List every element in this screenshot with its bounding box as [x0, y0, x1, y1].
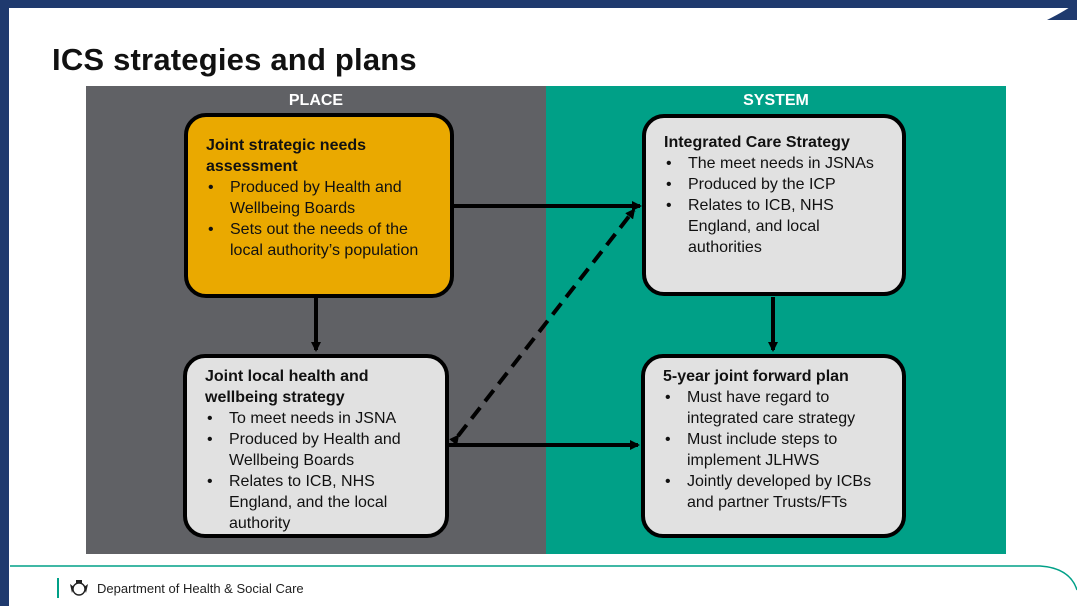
royal-crest-icon: [70, 580, 88, 596]
jsna-title: Joint strategic needs assessment: [206, 137, 367, 175]
list-item: Jointly developed by ICBs and partner Tr…: [663, 471, 892, 513]
footer-organisation-name: Department of Health & Social Care: [97, 580, 304, 596]
list-item: To meet needs in JSNA: [205, 408, 435, 429]
slide-title: ICS strategies and plans: [52, 42, 417, 77]
list-item: Produced by Health and Wellbeing Boards: [206, 177, 440, 219]
list-item: Relates to ICB, NHS England, and the loc…: [205, 471, 435, 534]
jsna-box: Joint strategic needs assessment Produce…: [184, 113, 454, 298]
place-panel-label: PLACE: [288, 92, 344, 109]
footer-organisation: Department of Health & Social Care: [57, 578, 304, 598]
list-item: Produced by Health and Wellbeing Boards: [205, 429, 435, 471]
left-accent-bar: [0, 0, 9, 606]
integrated-care-strategy-title: Integrated Care Strategy: [664, 134, 850, 151]
list-item: Sets out the needs of the local authorit…: [206, 219, 440, 261]
forward-plan-box: 5-year joint forward plan Must have rega…: [641, 354, 906, 538]
jlhws-box: Joint local health and wellbeing strateg…: [183, 354, 449, 538]
integrated-care-strategy-bullet-list: The meet needs in JSNAs Produced by the …: [664, 153, 892, 258]
forward-plan-title: 5-year joint forward plan: [663, 368, 849, 385]
forward-plan-bullet-list: Must have regard to integrated care stra…: [663, 387, 892, 513]
integrated-care-strategy-box: Integrated Care Strategy The meet needs …: [642, 114, 906, 296]
list-item: Must include steps to implement JLHWS: [663, 429, 892, 471]
jlhws-bullet-list: To meet needs in JSNA Produced by Health…: [205, 408, 435, 534]
corner-swoosh-decoration: [1047, 2, 1077, 20]
system-panel-label: SYSTEM: [743, 92, 809, 109]
list-item: Relates to ICB, NHS England, and local a…: [664, 195, 892, 258]
list-item: Must have regard to integrated care stra…: [663, 387, 892, 429]
list-item: The meet needs in JSNAs: [664, 153, 892, 174]
top-accent-bar: [0, 0, 1077, 8]
list-item: Produced by the ICP: [664, 174, 892, 195]
jsna-bullet-list: Produced by Health and Wellbeing Boards …: [206, 177, 440, 261]
jlhws-title: Joint local health and wellbeing strateg…: [205, 368, 369, 406]
footer-rule: [57, 578, 59, 598]
